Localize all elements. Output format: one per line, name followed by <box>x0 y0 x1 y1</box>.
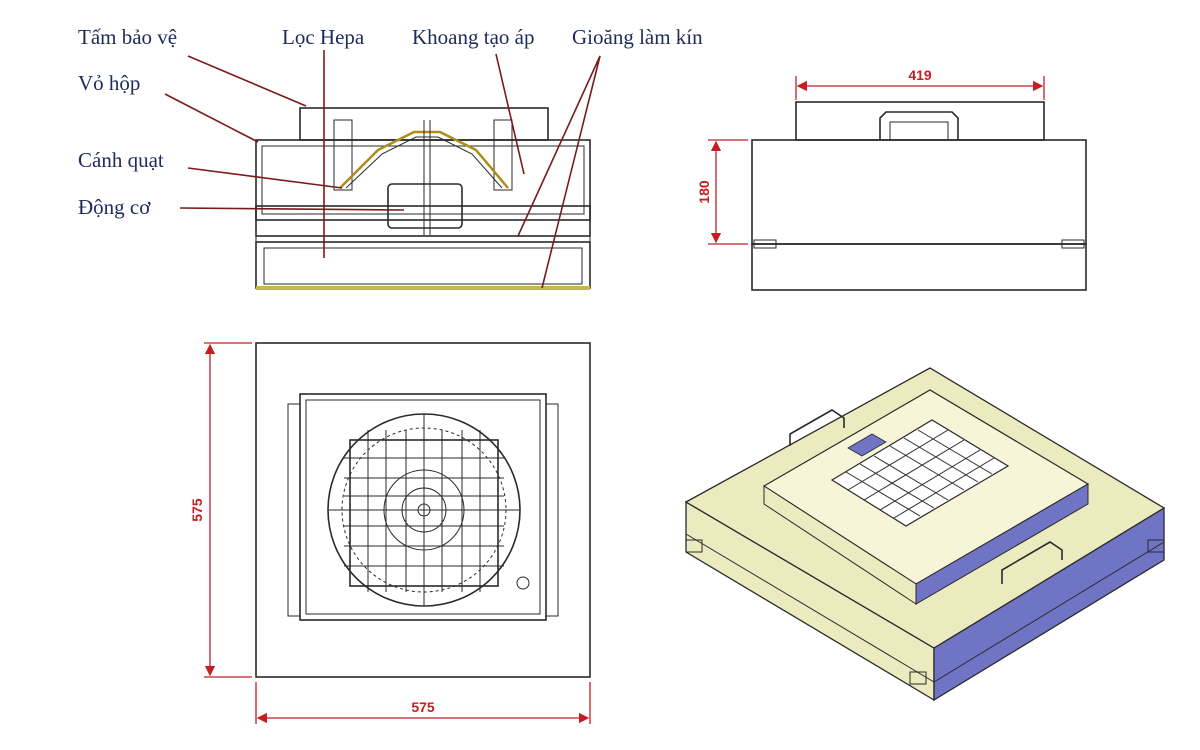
dim-575-horizontal: 575 <box>411 699 435 715</box>
dim-side-height: 180 <box>696 139 748 245</box>
section-view <box>255 107 591 290</box>
dim-front-height: 575 <box>189 342 252 678</box>
dim-575-vertical: 575 <box>189 498 205 522</box>
front-view <box>255 342 591 678</box>
label-housing: Vỏ hộp <box>78 71 140 95</box>
dim-side-width: 419 <box>795 67 1045 100</box>
label-hepa-filter: Lọc Hepa <box>282 25 365 49</box>
label-fan-blade: Cánh quạt <box>78 148 164 172</box>
isometric-view <box>684 367 1166 702</box>
label-sealing-gasket: Gioăng làm kín <box>572 25 703 49</box>
dim-419: 419 <box>908 67 932 83</box>
label-motor: Động cơ <box>78 195 151 219</box>
side-view <box>751 101 1087 291</box>
hepa-filter-block <box>255 241 591 289</box>
label-pressure-chamber: Khoang tạo áp <box>412 25 534 49</box>
leader-lines <box>164 50 601 289</box>
dim-front-width: 575 <box>255 682 591 724</box>
dim-180: 180 <box>696 180 712 204</box>
label-protective-plate: Tấm bảo vệ <box>78 25 177 49</box>
